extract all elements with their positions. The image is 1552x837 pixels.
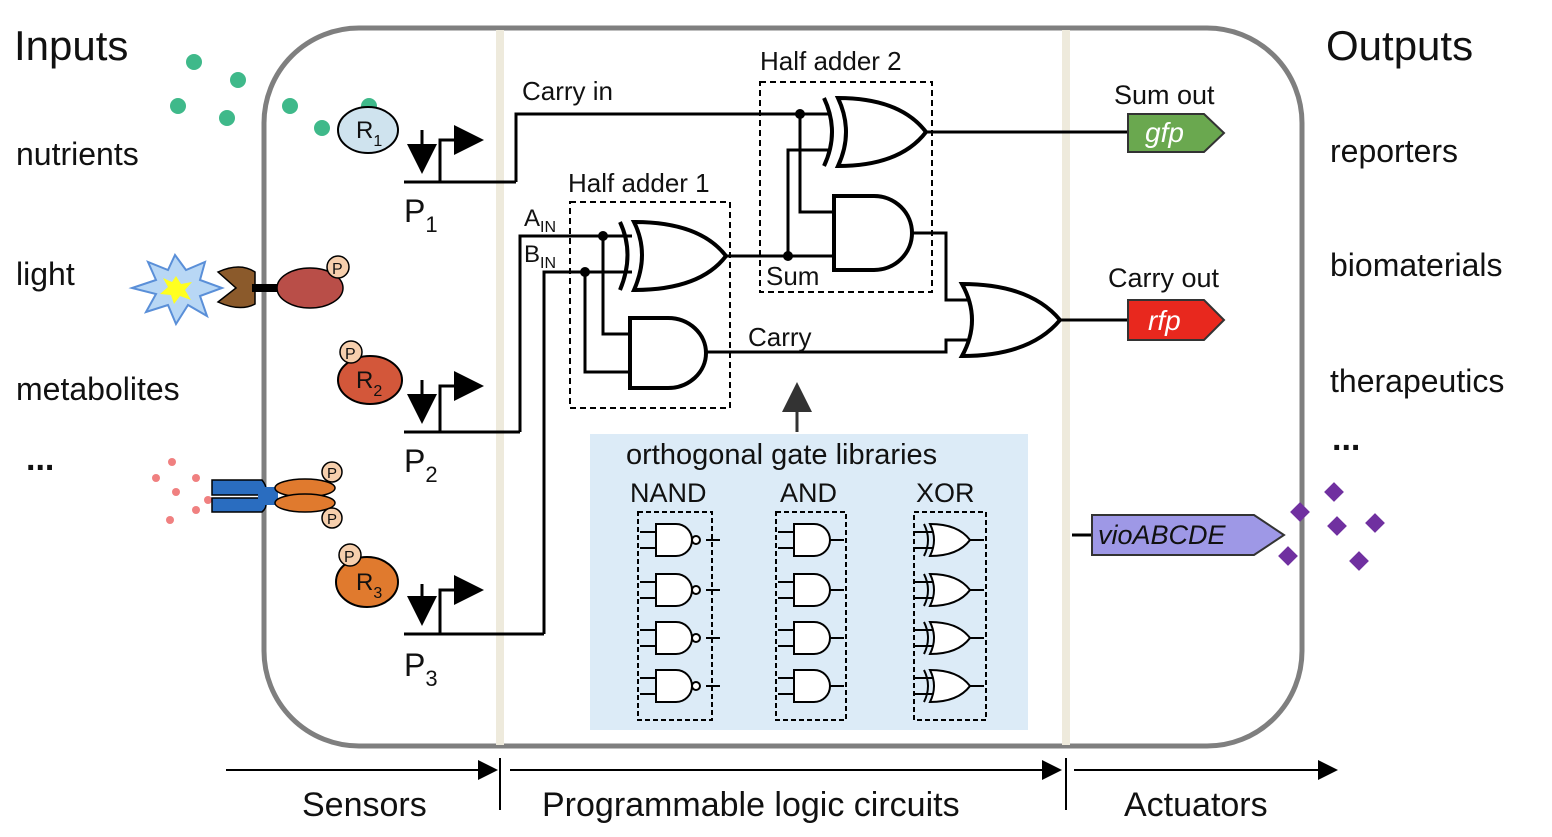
nand-library-box bbox=[637, 511, 713, 721]
stage-actuators: Actuators bbox=[1124, 786, 1268, 824]
carry-out-label: Carry out bbox=[1108, 263, 1220, 293]
output-ellipsis: ... bbox=[1332, 420, 1360, 458]
ha2-xor-gate bbox=[822, 95, 929, 169]
sum-label: Sum bbox=[766, 261, 819, 291]
stage-axis bbox=[226, 758, 1338, 810]
xor-gate-icon bbox=[914, 572, 984, 608]
svg-text:R3: R3 bbox=[356, 569, 382, 602]
and-gate-icon bbox=[778, 621, 844, 655]
xor-library-box bbox=[913, 511, 987, 721]
receptor-r2: P R2 bbox=[337, 340, 403, 405]
rfp-gene bbox=[1127, 299, 1226, 341]
ha2-and-gate bbox=[832, 194, 914, 272]
rfp-label: rfp bbox=[1148, 305, 1181, 336]
carry-label: Carry bbox=[748, 322, 812, 352]
input-nutrients: nutrients bbox=[16, 136, 139, 172]
input-ellipsis: ... bbox=[26, 440, 54, 478]
ha2-wires bbox=[783, 109, 1128, 302]
inputs-heading: Inputs bbox=[14, 22, 128, 69]
input-light: light bbox=[16, 256, 75, 292]
promoter-p1: P1 bbox=[404, 125, 516, 237]
and-gate-icon bbox=[778, 573, 844, 607]
library-and-label: AND bbox=[780, 478, 837, 508]
gfp-gene bbox=[1127, 113, 1226, 153]
ha1-wires bbox=[580, 231, 976, 374]
xor-gate-library bbox=[914, 522, 984, 704]
output-reporters: reporters bbox=[1330, 133, 1458, 169]
half-adder-2-box bbox=[759, 81, 933, 293]
vio-gene bbox=[1091, 514, 1286, 556]
divider-actuators bbox=[1062, 30, 1070, 745]
output-biomaterials: biomaterials bbox=[1330, 247, 1503, 283]
svg-text:P1: P1 bbox=[404, 193, 438, 237]
half-adder-1-label: Half adder 1 bbox=[568, 168, 710, 198]
svg-text:P: P bbox=[345, 346, 356, 363]
nand-gate-library bbox=[640, 523, 720, 703]
ha1-xor-gate bbox=[618, 219, 729, 293]
nand-gate-icon bbox=[640, 573, 720, 607]
pigment-molecules bbox=[1278, 482, 1385, 571]
nutrient-molecules bbox=[170, 54, 377, 136]
carry-in-label: Carry in bbox=[522, 76, 613, 106]
library-nand-label: NAND bbox=[630, 478, 707, 508]
receptor-r3: P R3 bbox=[335, 543, 399, 608]
gate-library-title: orthogonal gate libraries bbox=[626, 439, 937, 471]
ha1-and-gate bbox=[628, 316, 708, 390]
xor-gate-icon bbox=[914, 668, 984, 704]
svg-text:P: P bbox=[344, 549, 355, 566]
svg-text:P: P bbox=[327, 465, 337, 482]
svg-text:R1: R1 bbox=[356, 117, 382, 150]
a-in-label: AIN bbox=[524, 205, 556, 236]
and-gate-icon bbox=[778, 669, 844, 703]
svg-text:P2: P2 bbox=[404, 443, 438, 487]
nand-gate-icon bbox=[640, 669, 720, 703]
svg-text:P: P bbox=[327, 511, 337, 528]
input-metabolites: metabolites bbox=[16, 371, 180, 407]
b-in-label: BIN bbox=[524, 241, 556, 272]
xor-gate-icon bbox=[914, 522, 984, 558]
library-xor-label: XOR bbox=[916, 478, 975, 508]
light-sensor: P bbox=[128, 253, 350, 327]
half-adder-2-label: Half adder 2 bbox=[760, 46, 902, 76]
svg-text:P3: P3 bbox=[404, 647, 438, 691]
nand-gate-icon bbox=[640, 523, 720, 557]
svg-text:P: P bbox=[332, 261, 343, 278]
outputs-heading: Outputs bbox=[1326, 22, 1473, 69]
stage-sensors: Sensors bbox=[302, 786, 427, 824]
and-gate-library bbox=[778, 523, 844, 703]
divider-sensors bbox=[496, 30, 504, 745]
svg-text:R2: R2 bbox=[356, 367, 382, 400]
carry-or-gate bbox=[958, 281, 1063, 359]
gfp-label: gfp bbox=[1145, 117, 1184, 148]
vio-label: vioABCDE bbox=[1098, 520, 1227, 550]
promoter-p2: P2 bbox=[404, 371, 520, 487]
nand-gate-icon bbox=[640, 621, 720, 655]
and-gate-icon bbox=[778, 523, 844, 557]
output-therapeutics: therapeutics bbox=[1330, 363, 1504, 399]
metabolite-sensor: P P bbox=[152, 458, 343, 529]
half-adder-1-box bbox=[569, 201, 731, 409]
xor-gate-icon bbox=[914, 620, 984, 656]
and-library-box bbox=[775, 511, 847, 721]
stage-logic: Programmable logic circuits bbox=[542, 786, 960, 824]
sum-out-label: Sum out bbox=[1114, 80, 1215, 110]
receptor-r1: R1 bbox=[337, 106, 399, 154]
promoter-p3: P3 bbox=[404, 575, 544, 691]
